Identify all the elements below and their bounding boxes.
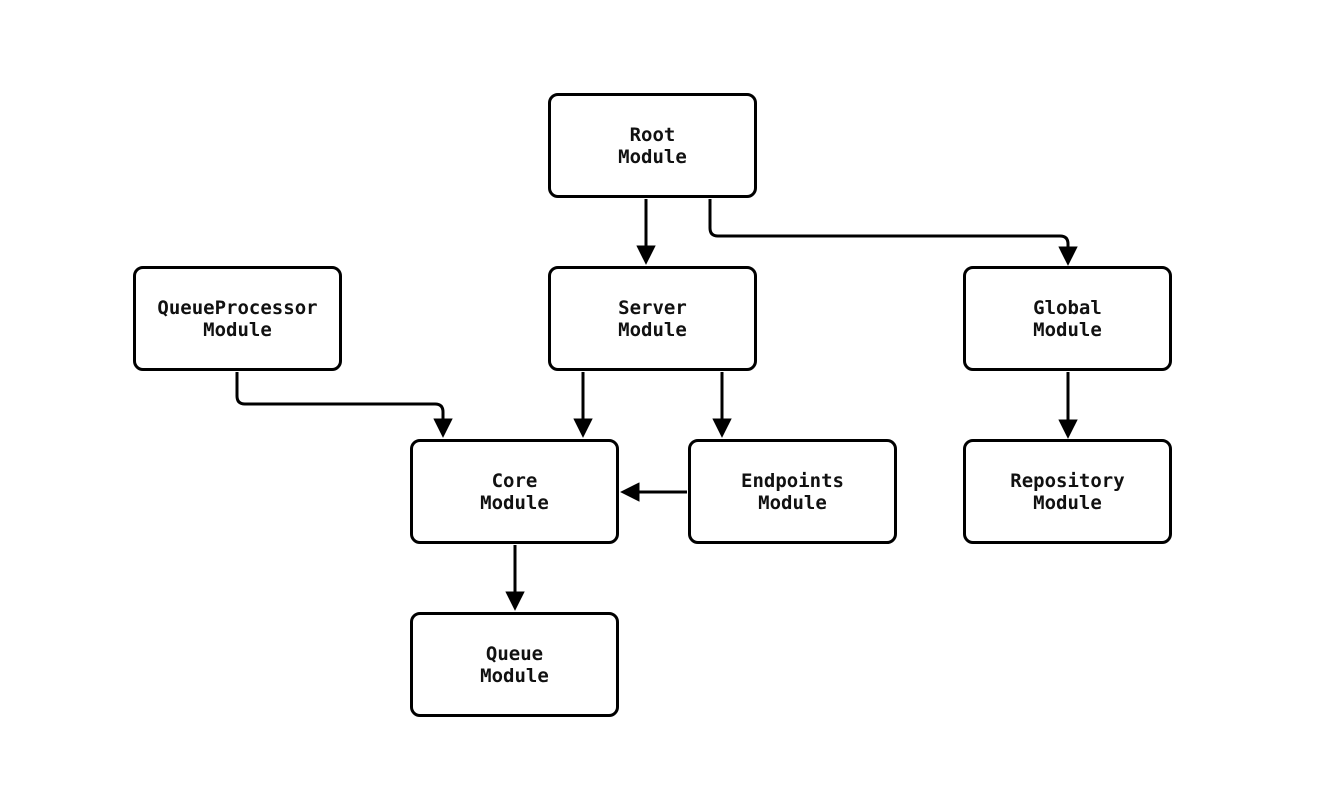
node-queueprocessor-module-label-line2: Module: [203, 318, 272, 341]
node-server-module-label-line1: Server: [618, 296, 687, 319]
node-queue-module-label-line2: Module: [480, 664, 549, 687]
node-queue-module-label-line1: Queue: [485, 642, 544, 665]
edge-queueprocessor-to-core: [235, 372, 453, 438]
node-queueprocessor-module: QueueProcessor Module: [133, 266, 342, 371]
node-root-module-label-line1: Root: [629, 123, 676, 146]
node-root-module: Root Module: [548, 93, 757, 198]
node-core-module-label-line1: Core: [491, 469, 538, 492]
node-server-module: Server Module: [548, 266, 757, 371]
node-core-module-label-line2: Module: [480, 491, 549, 514]
node-repository-module-label-line2: Module: [1033, 491, 1102, 514]
node-queueprocessor-module-label-line1: QueueProcessor: [157, 296, 318, 319]
node-global-module-label-line1: Global: [1033, 296, 1102, 319]
edge-root-to-global: [708, 199, 1078, 266]
node-endpoints-module: Endpoints Module: [688, 439, 897, 544]
node-repository-module-label-line1: Repository: [1010, 469, 1125, 492]
node-server-module-label-line2: Module: [618, 318, 687, 341]
node-queue-module: Queue Module: [410, 612, 619, 717]
node-global-module-label-line2: Module: [1033, 318, 1102, 341]
node-repository-module: Repository Module: [963, 439, 1172, 544]
node-endpoints-module-label-line1: Endpoints: [741, 469, 844, 492]
node-core-module: Core Module: [410, 439, 619, 544]
node-global-module: Global Module: [963, 266, 1172, 371]
node-root-module-label-line2: Module: [618, 145, 687, 168]
node-endpoints-module-label-line2: Module: [758, 491, 827, 514]
